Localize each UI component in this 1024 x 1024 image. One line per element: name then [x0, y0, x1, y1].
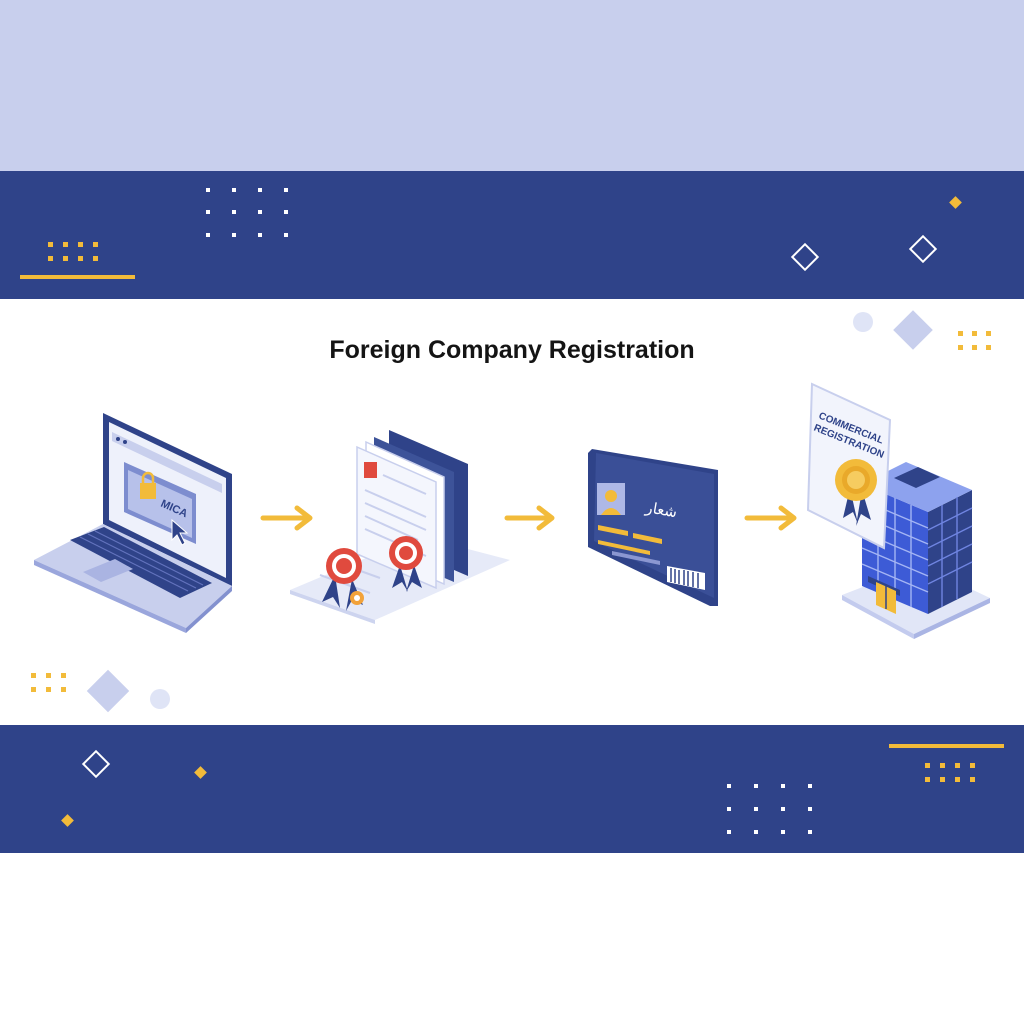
arrow-right-icon [744, 505, 797, 531]
documents-icon [290, 430, 510, 624]
building-icon [842, 462, 990, 639]
diamond-outline-bottom [81, 749, 111, 779]
arrow-right-icon [504, 505, 555, 531]
dot-grid-top [206, 188, 288, 237]
diamond-outline-top-2 [908, 234, 938, 264]
light-circle-bottom-left [150, 689, 170, 709]
bottom-navy-band [0, 725, 1024, 853]
gold-dots-top-right [958, 331, 991, 350]
arrow-right-icon [260, 505, 313, 531]
gold-dots-top-left [48, 242, 98, 261]
light-circle-top-right [853, 312, 873, 332]
top-light-band [0, 0, 1024, 171]
id-card-icon: شعار [588, 449, 718, 606]
gold-dots-bottom-right [925, 763, 975, 782]
id-card-script: شعار [643, 498, 678, 521]
certificate-icon: COMMERCIAL REGISTRATION [806, 382, 892, 550]
gold-line-top [20, 275, 135, 279]
gold-dots-bottom-left [31, 673, 66, 692]
light-diamond-top-right [893, 310, 933, 350]
dot-grid-bottom [727, 784, 812, 834]
page-title: Foreign Company Registration [329, 336, 695, 364]
gold-line-bottom [889, 744, 1004, 748]
top-navy-band [0, 171, 1024, 299]
diamond-outline-top-1 [790, 242, 820, 272]
laptop-icon: MICA [34, 413, 232, 633]
